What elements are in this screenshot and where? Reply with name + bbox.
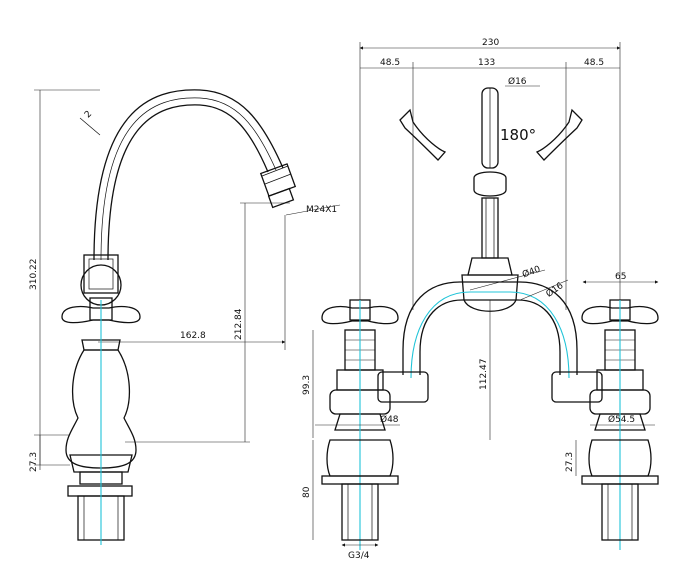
right-shank <box>601 483 639 541</box>
dim-label-total-height: 310.22 <box>29 259 39 291</box>
dim-label-left-base-diameter: Ø48 <box>380 414 399 425</box>
dim-label-right-base-height: 27.3 <box>565 452 575 472</box>
leader-aerator <box>285 204 341 216</box>
bridge-joint-left <box>377 371 429 403</box>
valve-ring <box>80 264 122 306</box>
spout-outer <box>93 89 284 261</box>
leader-bridge-dia <box>469 269 546 291</box>
detail-label: 2 <box>83 109 94 120</box>
spout-inner <box>107 104 269 261</box>
base-flange <box>69 454 133 473</box>
rotate-left-arrow <box>399 108 447 161</box>
dim-label-handle-width: 65 <box>615 272 626 282</box>
dim-label-side-base-height: 27.3 <box>29 452 39 472</box>
dim-label-thread: G3/4 <box>348 551 370 561</box>
left-shank <box>341 483 379 541</box>
cross-handle <box>61 305 141 324</box>
spout-midline <box>100 97 277 261</box>
spout-stem <box>481 197 499 259</box>
dim-label-bridge-diameter: Ø40 <box>521 264 542 281</box>
dim-label-spout-height: 212.84 <box>234 308 244 340</box>
dim-label-right-offset: 48.5 <box>584 58 604 68</box>
aerator-thread-label: M24X1 <box>306 205 337 215</box>
side-view: 310.22 27.3 212.84 162.8 2 M24X1 <box>29 89 341 545</box>
bridge-joint-right <box>551 371 603 403</box>
dim-label-valve-height: 99.3 <box>302 375 312 395</box>
hub <box>467 257 513 276</box>
locknut <box>67 485 133 497</box>
detail-leader <box>79 117 101 136</box>
right-valve <box>581 299 659 550</box>
spout-collar <box>473 171 507 197</box>
dim-label-reach: 162.8 <box>180 331 206 341</box>
dim-label-shank-length: 80 <box>302 486 312 498</box>
bridge-centerline <box>410 291 570 379</box>
dim-label-center-span: 133 <box>478 58 495 68</box>
leader-pipe-dia <box>519 279 569 301</box>
bridge-outer <box>402 281 578 375</box>
front-view: 230 48.5 133 48.5 Ø16 180° Ø40 Ø <box>302 38 659 561</box>
dim-label-total-width: 230 <box>482 38 499 48</box>
aerator <box>259 163 297 209</box>
rotation-label: 180° <box>500 126 536 144</box>
dim-label-right-base-diameter: Ø54.5 <box>608 414 635 425</box>
dim-label-pipe-diameter: Ø16 <box>544 280 566 300</box>
right-cross-handle <box>581 305 659 325</box>
dim-label-bridge-height: 112.47 <box>479 359 489 391</box>
dim-label-left-offset: 48.5 <box>380 58 400 68</box>
rotate-right-arrow <box>535 108 583 161</box>
dim-label-spout-diameter: Ø16 <box>508 76 527 87</box>
left-cross-handle <box>321 305 399 325</box>
